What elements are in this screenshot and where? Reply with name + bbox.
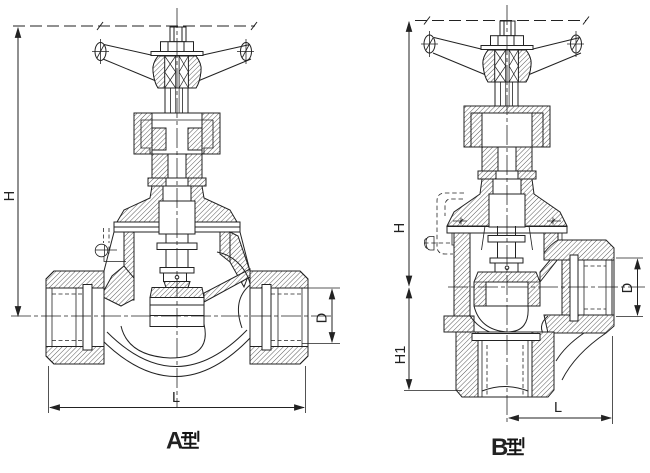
svg-text:H: H <box>392 223 408 233</box>
svg-text:L: L <box>554 400 562 416</box>
svg-text:B: B <box>491 434 508 461</box>
svg-text:D: D <box>620 283 636 293</box>
svg-text:H: H <box>2 191 18 201</box>
svg-text:H1: H1 <box>393 346 409 365</box>
svg-text:D: D <box>314 313 330 323</box>
svg-text:L: L <box>172 390 180 406</box>
svg-text:A: A <box>166 428 183 455</box>
